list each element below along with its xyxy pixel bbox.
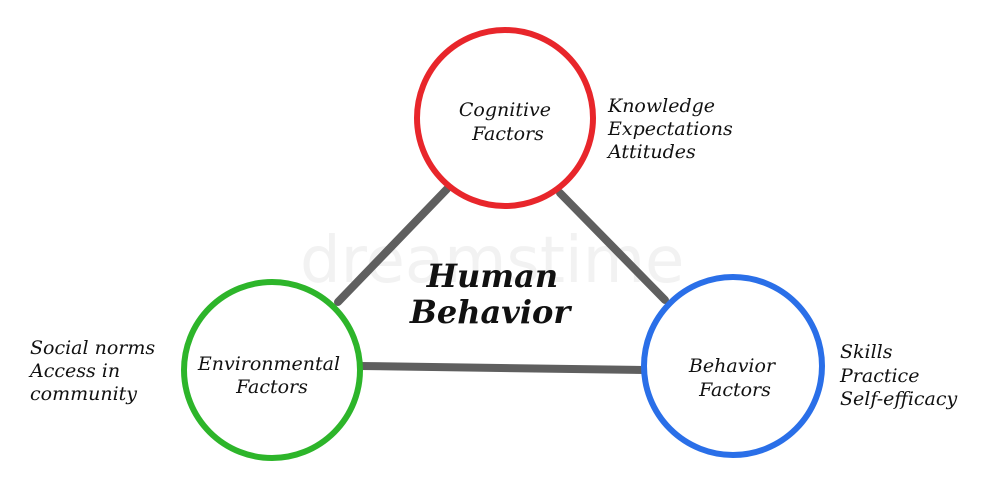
center-title-line: Behavior	[409, 293, 573, 331]
behavior-item: Skills	[840, 341, 893, 363]
node-behavior: Behavior Factors	[641, 274, 825, 458]
environmental-item: Access in	[28, 360, 120, 382]
cognitive-item: Attitudes	[606, 141, 696, 163]
node-cognitive: Cognitive Factors	[414, 27, 596, 209]
environmental-label-line: Environmental	[197, 353, 340, 375]
node-environmental: Environmental Factors	[181, 279, 363, 461]
center-title: Human Behavior	[409, 257, 573, 331]
behavior-items: Skills Practice Self-efficacy	[839, 341, 958, 410]
environmental-label-line: Factors	[235, 376, 308, 398]
connectors	[334, 185, 669, 374]
cognitive-item: Expectations	[607, 118, 733, 140]
connector-cognitive-behavior	[556, 189, 669, 304]
environmental-item: community	[30, 383, 137, 405]
cognitive-item: Knowledge	[607, 95, 715, 117]
behavior-item: Self-efficacy	[840, 388, 958, 410]
behavior-label-line: Behavior	[688, 355, 777, 377]
behavior-label: Behavior Factors	[688, 355, 781, 401]
behavior-circle	[641, 274, 825, 458]
cognitive-circle	[414, 27, 596, 209]
connector-environmental-behavior	[356, 362, 649, 374]
cognitive-label: Cognitive Factors	[459, 99, 557, 145]
watermark-text: dreamstime	[300, 224, 684, 298]
behavior-label-line: Factors	[698, 379, 771, 401]
behavior-item: Practice	[839, 365, 919, 387]
environmental-item: Social norms	[30, 337, 155, 359]
center-title-line: Human	[426, 257, 558, 295]
environmental-items: Social norms Access in community	[28, 337, 161, 405]
cognitive-label-line: Factors	[471, 123, 544, 145]
environmental-label: Environmental Factors	[197, 353, 346, 398]
environmental-circle	[181, 279, 363, 461]
connector-cognitive-environmental	[334, 185, 451, 306]
cognitive-items: Knowledge Expectations Attitudes	[606, 95, 739, 163]
cognitive-label-line: Cognitive	[459, 99, 551, 121]
